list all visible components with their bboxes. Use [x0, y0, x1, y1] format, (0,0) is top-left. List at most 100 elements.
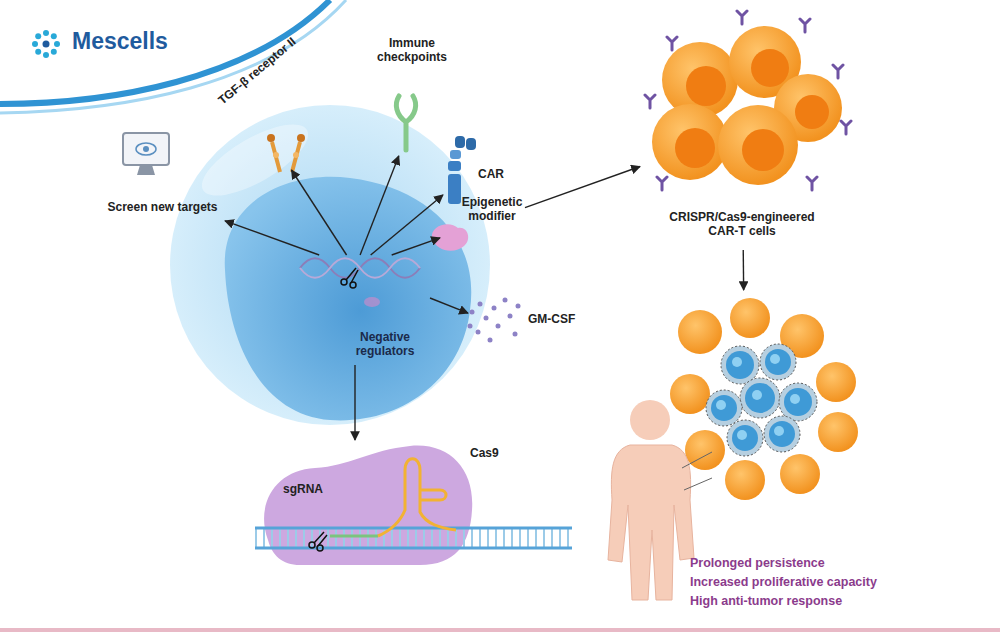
arrow-connector	[360, 156, 399, 255]
car-t-cell	[670, 374, 710, 414]
car-receptor	[448, 136, 476, 204]
logo-dot	[35, 49, 41, 55]
node-text: Cas9	[470, 446, 499, 460]
dna-helix	[300, 258, 420, 278]
cytokine-dot	[484, 316, 489, 321]
cytokine-dot	[513, 332, 518, 337]
cell-nucleus	[742, 129, 784, 171]
car-segment	[448, 174, 461, 204]
car-scfv	[455, 136, 465, 148]
node-text: High anti-tumor response	[690, 594, 842, 609]
nucleus	[225, 177, 472, 421]
tumor-nuclei	[716, 354, 800, 440]
car-t-cell	[780, 454, 820, 494]
arrow-connector	[743, 250, 745, 290]
car-scfv	[466, 138, 476, 150]
sgrna-hairpin	[378, 459, 456, 536]
tumor-nucleus	[790, 394, 800, 404]
node-text: TGF-β receptor II	[215, 35, 298, 108]
arrow-connector	[354, 365, 355, 440]
node-text: Epigenetic modifier	[458, 195, 526, 224]
t-cell	[170, 105, 490, 425]
scissors-icon	[341, 268, 358, 288]
arrow-connector	[525, 166, 640, 207]
receptor-stalk	[272, 142, 300, 172]
logo-swoosh	[0, 0, 346, 113]
tumor-nucleus	[774, 426, 784, 436]
cytokine-dot	[492, 306, 497, 311]
tumor-halo	[760, 344, 796, 380]
cytokine-dot	[508, 314, 513, 319]
cytokine-dot	[468, 324, 473, 329]
node-text: CRISPR/Cas9-engineered CAR-T cells	[657, 210, 827, 239]
dna-strand	[300, 258, 420, 278]
arrow-connector	[225, 221, 319, 255]
brand-name: Mescells	[72, 28, 168, 55]
tumor-halo	[727, 420, 763, 456]
tumor-cell	[765, 349, 791, 375]
arrow-connector	[371, 195, 443, 255]
cytokine-dot	[496, 324, 501, 329]
logo-dot	[51, 49, 57, 55]
car-t-cell	[685, 430, 725, 470]
logo-icon	[32, 30, 60, 58]
logo-dot	[32, 41, 38, 47]
cytokine-dot	[503, 298, 508, 303]
car-node: CAR	[440, 135, 505, 195]
node-text: sgRNA	[283, 482, 323, 496]
cytokine-node: GM-CSF	[468, 298, 583, 344]
epigenetic-blob	[432, 224, 468, 251]
cell-nucleus	[675, 128, 715, 168]
tumor-cell	[726, 351, 754, 379]
car-t-cell	[678, 310, 722, 354]
logo-dot	[54, 41, 60, 47]
node-text: Prolonged persistence	[690, 556, 825, 571]
eye-pupil	[143, 146, 149, 152]
patient-node: Prolonged persistenceIncreased prolifera…	[600, 290, 900, 615]
tgf-receptor	[267, 134, 305, 172]
human-head	[630, 400, 670, 440]
node-text: Immune checkpoints	[372, 36, 452, 65]
footer-line	[0, 628, 1000, 632]
target-screen-node: Screen new targets	[100, 130, 225, 225]
tumor-halo	[721, 346, 759, 384]
cas9-node: Cas9 sgRNA	[255, 440, 575, 570]
tumor-cell	[732, 425, 758, 451]
dna-strand	[300, 258, 420, 278]
arrow-connector	[392, 238, 440, 255]
tumor-nucleus	[770, 354, 780, 364]
zoom-lines	[682, 452, 712, 490]
eye-icon	[136, 143, 156, 155]
arrow-connector	[430, 298, 468, 313]
node-text: Screen new targets	[100, 200, 225, 214]
logo-dot	[35, 33, 41, 39]
tumor-cell	[745, 383, 775, 413]
scissors-blade	[346, 268, 358, 283]
receptor-node: TGF-β receptor II	[215, 30, 310, 170]
car-t-cell	[816, 362, 856, 402]
cytokine-dot	[488, 338, 493, 343]
epigenetic-node: Epigenetic modifier	[440, 195, 525, 251]
cytokine-dot	[478, 302, 483, 307]
car-segment	[450, 150, 461, 159]
car-t-cell	[818, 412, 858, 452]
tumor-nucleus	[716, 400, 726, 410]
node-text: Negative regulators	[345, 330, 425, 359]
car-t-cell	[652, 104, 728, 180]
dna-hub-node: Negative regulators	[300, 255, 430, 365]
receptor-bead	[297, 134, 305, 142]
checkpoint-receptor	[396, 96, 415, 150]
tumor-cell	[769, 421, 795, 447]
car-segment	[448, 161, 461, 171]
car-receptors	[645, 11, 851, 190]
tumor-cell	[711, 395, 737, 421]
node-text: Increased proliferative capacity	[690, 575, 877, 590]
gm-csf-dots	[468, 298, 521, 343]
tumor-nucleus	[752, 390, 762, 400]
scissors-blade	[314, 532, 327, 546]
receptor-bead	[273, 152, 279, 158]
cytokine-dot	[470, 310, 475, 315]
